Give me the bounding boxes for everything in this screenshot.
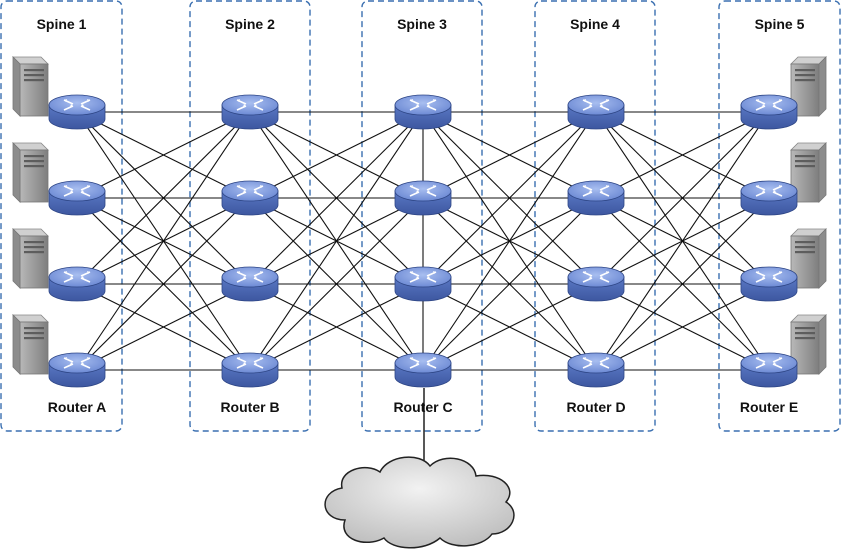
mesh-link [249,197,424,371]
router-icon [48,94,106,130]
router-icon [740,94,798,130]
router-icon [48,180,106,216]
router-icon [740,352,798,388]
mesh-link [249,283,424,371]
server-icon [12,314,49,375]
router-a-label: Router A [48,399,107,415]
router-icon [567,352,625,388]
spine-5-box [718,0,841,432]
cloud-icon [324,388,515,549]
router-icon [48,266,106,302]
spine-boxes [0,0,841,432]
spine-2-title: Spine 2 [225,16,275,32]
router-icon [567,266,625,302]
mesh-link [595,283,770,371]
mesh-link [76,111,251,371]
router-icon [567,94,625,130]
router-icon [221,266,279,302]
router-icon [394,180,452,216]
mesh-links [76,111,770,371]
router-icon [394,352,452,388]
router-icon [48,352,106,388]
router-icon [394,94,452,130]
spine-3-box [361,0,483,432]
mesh-link [76,283,251,371]
labels: Spine 1 Router A Spine 2 Router B Spine 3 Rou… [37,16,805,415]
router-icon [221,180,279,216]
server-icon [12,142,49,203]
routers [48,94,798,388]
spine-1-box [0,0,123,432]
mesh-link [422,111,597,371]
spine-2-box [189,0,311,432]
server-icon [790,56,827,117]
mesh-link [595,197,770,371]
router-icon [394,266,452,302]
mesh-link [76,111,251,199]
spine-3-title: Spine 3 [397,16,447,32]
router-icon [740,266,798,302]
spine-1-title: Spine 1 [37,16,87,32]
mesh-link [422,111,597,285]
router-e-label: Router E [740,399,798,415]
router-icon [740,180,798,216]
mesh-link [249,111,424,285]
router-icon [221,352,279,388]
mesh-link [595,111,770,285]
mesh-link [249,111,424,371]
mesh-link [595,111,770,371]
spine-4-box [534,0,656,432]
server-icon [12,228,49,289]
server-icon [790,142,827,203]
mesh-link [76,197,251,371]
router-icon [567,180,625,216]
router-b-label: Router B [220,399,279,415]
mesh-link [249,111,424,199]
router-icon [221,94,279,130]
spine-5-title: Spine 5 [755,16,805,32]
router-c-label: Router C [393,399,452,415]
router-d-label: Router D [566,399,625,415]
server-icon [12,56,49,117]
mesh-link [422,197,597,371]
mesh-link [422,111,597,199]
mesh-link [76,111,251,285]
mesh-link [595,111,770,199]
cloud-shape [324,456,515,549]
mesh-link [422,283,597,371]
spine-4-title: Spine 4 [570,16,620,32]
